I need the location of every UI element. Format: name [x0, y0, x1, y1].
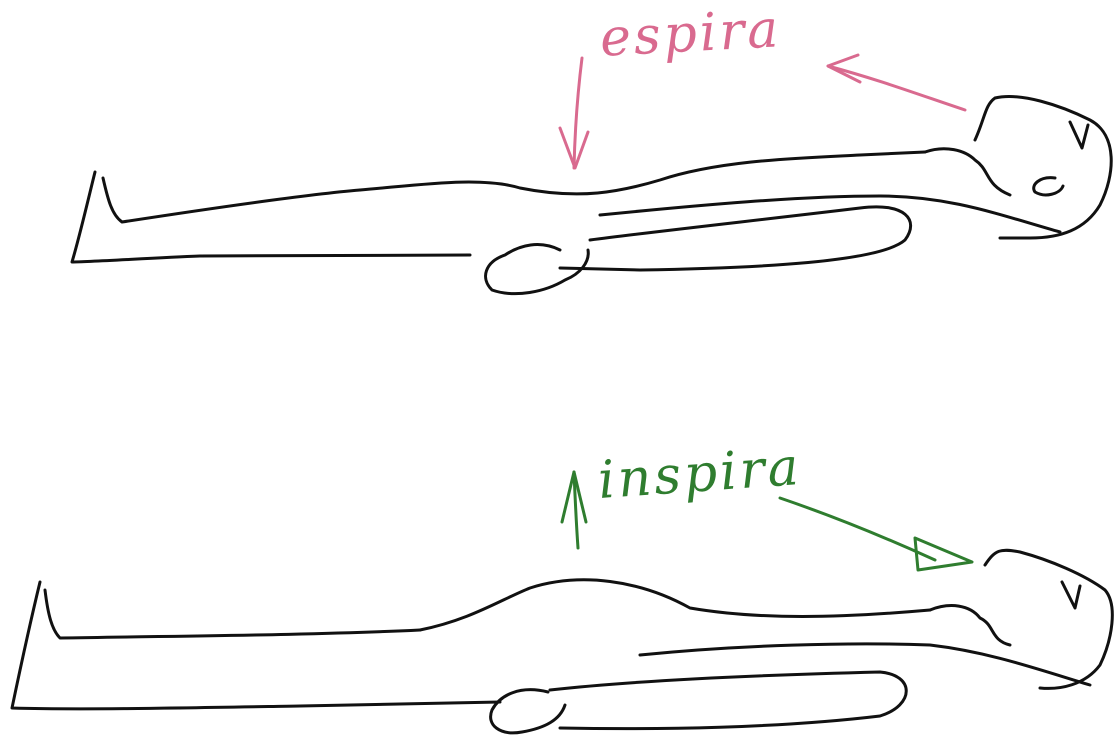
back-outline: [420, 580, 930, 630]
inhale-figure-svg: [0, 430, 1119, 740]
lying-figure-inhale: [12, 550, 1112, 733]
exhale-figure-svg: [0, 0, 1119, 300]
breath-out-arrowhead: [828, 55, 860, 82]
neck-outline: [930, 606, 1010, 645]
heel-outline: [45, 590, 420, 638]
exhale-arrows: [560, 55, 965, 168]
lying-figure-exhale: [72, 97, 1111, 294]
head-outline: [975, 97, 1111, 238]
foot-outline: [12, 582, 500, 709]
hand-outline: [491, 690, 565, 733]
arm-outline: [560, 207, 911, 270]
nose-outline: [1070, 122, 1088, 148]
exhale-label: espira: [599, 3, 783, 64]
heel-outline: [103, 178, 360, 222]
back-outline: [360, 152, 925, 194]
nose-outline: [1062, 582, 1080, 608]
exhale-panel: espira: [0, 0, 1119, 300]
ear-outline: [1034, 178, 1063, 195]
breath-in-arrow: [780, 498, 935, 560]
head-outline: [985, 550, 1112, 688]
arm-outline: [550, 672, 906, 729]
forearm-outline: [600, 196, 1060, 232]
inhale-label: inspira: [596, 441, 803, 507]
inhale-panel: inspira: [0, 430, 1119, 740]
neck-outline: [925, 149, 1010, 195]
breath-out-arrow: [828, 66, 965, 110]
